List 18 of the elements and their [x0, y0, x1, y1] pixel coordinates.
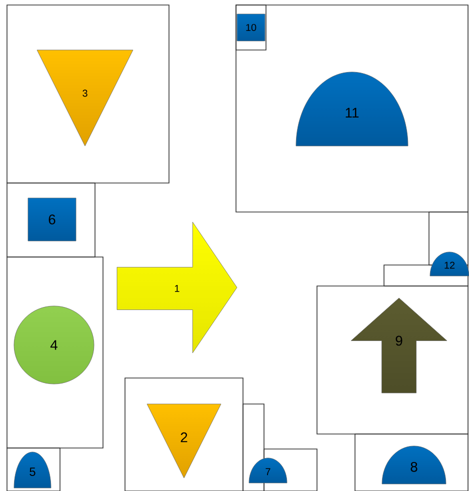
half-dome: 5 — [14, 452, 52, 488]
frame — [354, 434, 468, 491]
frame — [6, 448, 60, 491]
frame — [236, 4, 266, 50]
half-dome: 11 — [296, 72, 408, 146]
half-dome: 12 — [430, 252, 469, 276]
frame — [236, 4, 468, 212]
triangle: 2 — [146, 404, 222, 478]
square: 10 — [236, 14, 266, 42]
frame — [316, 286, 468, 434]
half-dome: 7 — [248, 458, 288, 484]
square: 6 — [28, 198, 76, 242]
frame — [6, 4, 170, 184]
frame — [6, 256, 104, 448]
frame — [6, 182, 96, 258]
triangle: 3 — [36, 50, 134, 146]
half-dome: 8 — [382, 446, 446, 484]
frame — [124, 378, 244, 491]
